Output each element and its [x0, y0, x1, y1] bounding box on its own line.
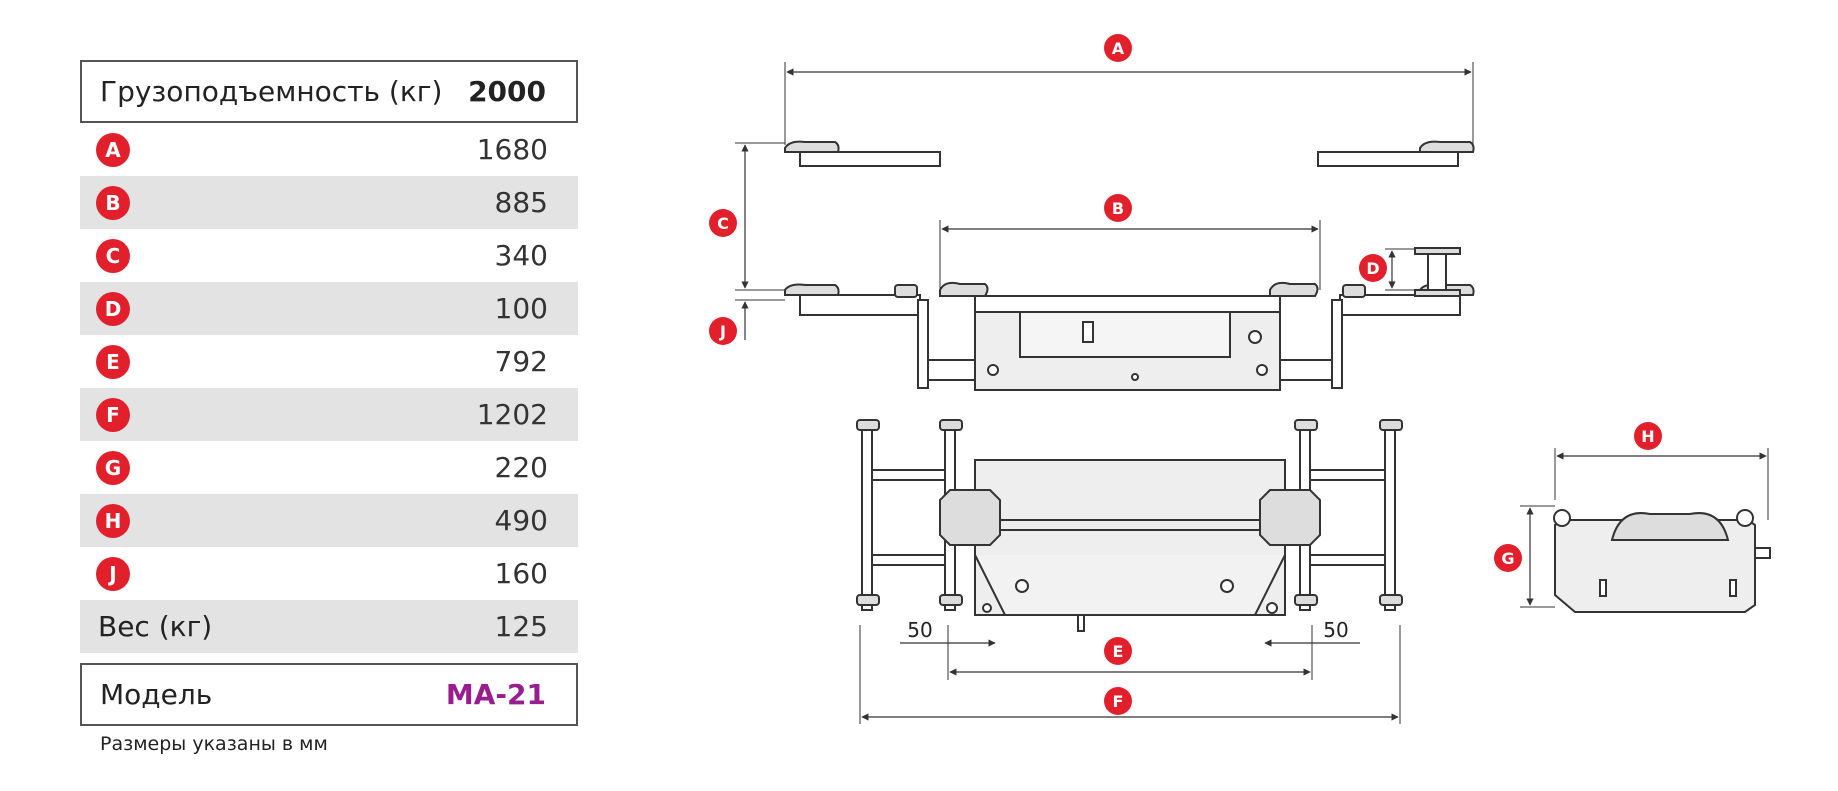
side-elevation-view: [735, 62, 1475, 391]
spec-row-c: C 340: [80, 229, 578, 282]
badge-b-diagram: B: [1112, 199, 1124, 218]
value-d: 100: [494, 292, 548, 325]
units-note: Размеры указаны в мм: [100, 733, 328, 755]
badge-d-diagram: D: [1366, 259, 1379, 278]
capacity-row: Грузоподъемность (кг) 2000: [80, 60, 578, 123]
badge-j: J: [96, 556, 130, 591]
spec-row-f: F 1202: [80, 388, 578, 441]
spec-row-h: H 490: [80, 494, 578, 547]
badge-c: C: [96, 238, 130, 273]
capacity-value: 2000: [468, 75, 546, 108]
offset-left-label: 50: [907, 618, 932, 642]
value-g: 220: [494, 451, 548, 484]
capacity-label: Грузоподъемность (кг): [100, 75, 443, 108]
badge-h-diagram: H: [1641, 427, 1654, 446]
badge-e-diagram: E: [1113, 642, 1124, 661]
spec-table: Грузоподъемность (кг) 2000 A 1680 B 885 …: [80, 60, 578, 726]
badge-d: D: [96, 291, 130, 326]
badge-b: B: [96, 185, 130, 220]
badge-a-diagram: A: [1112, 39, 1125, 58]
badge-h: H: [96, 503, 130, 538]
value-h: 490: [494, 504, 548, 537]
model-row: Модель MA-21: [80, 663, 578, 726]
badge-g: G: [96, 450, 130, 485]
value-c: 340: [494, 239, 548, 272]
value-e: 792: [494, 345, 548, 378]
spec-row-j: J 160: [80, 547, 578, 600]
spec-row-g: G 220: [80, 441, 578, 494]
diagram-badges: A B C D J E F G H 50 50: [709, 34, 1662, 715]
badge-f-diagram: F: [1113, 692, 1124, 711]
spec-row-a: A 1680: [80, 123, 578, 176]
badge-j-diagram: J: [719, 322, 726, 341]
badge-g-diagram: G: [1501, 549, 1514, 568]
model-value: MA-21: [445, 678, 546, 711]
value-a: 1680: [476, 133, 548, 166]
weight-label: Вес (кг): [98, 610, 213, 643]
spec-row-d: D 100: [80, 282, 578, 335]
badge-e: E: [96, 344, 130, 379]
end-view: [1520, 448, 1771, 613]
spec-row-e: E 792: [80, 335, 578, 388]
value-f: 1202: [476, 398, 548, 431]
value-b: 885: [494, 186, 548, 219]
badge-f: F: [96, 397, 130, 432]
model-label: Модель: [100, 678, 213, 711]
badge-a: A: [96, 132, 130, 167]
weight-row: Вес (кг) 125: [80, 600, 578, 653]
weight-value: 125: [494, 610, 548, 643]
spec-row-b: B 885: [80, 176, 578, 229]
badge-c-diagram: C: [717, 214, 729, 233]
value-j: 160: [494, 557, 548, 590]
plan-view: [856, 419, 1403, 724]
offset-right-label: 50: [1323, 618, 1348, 642]
